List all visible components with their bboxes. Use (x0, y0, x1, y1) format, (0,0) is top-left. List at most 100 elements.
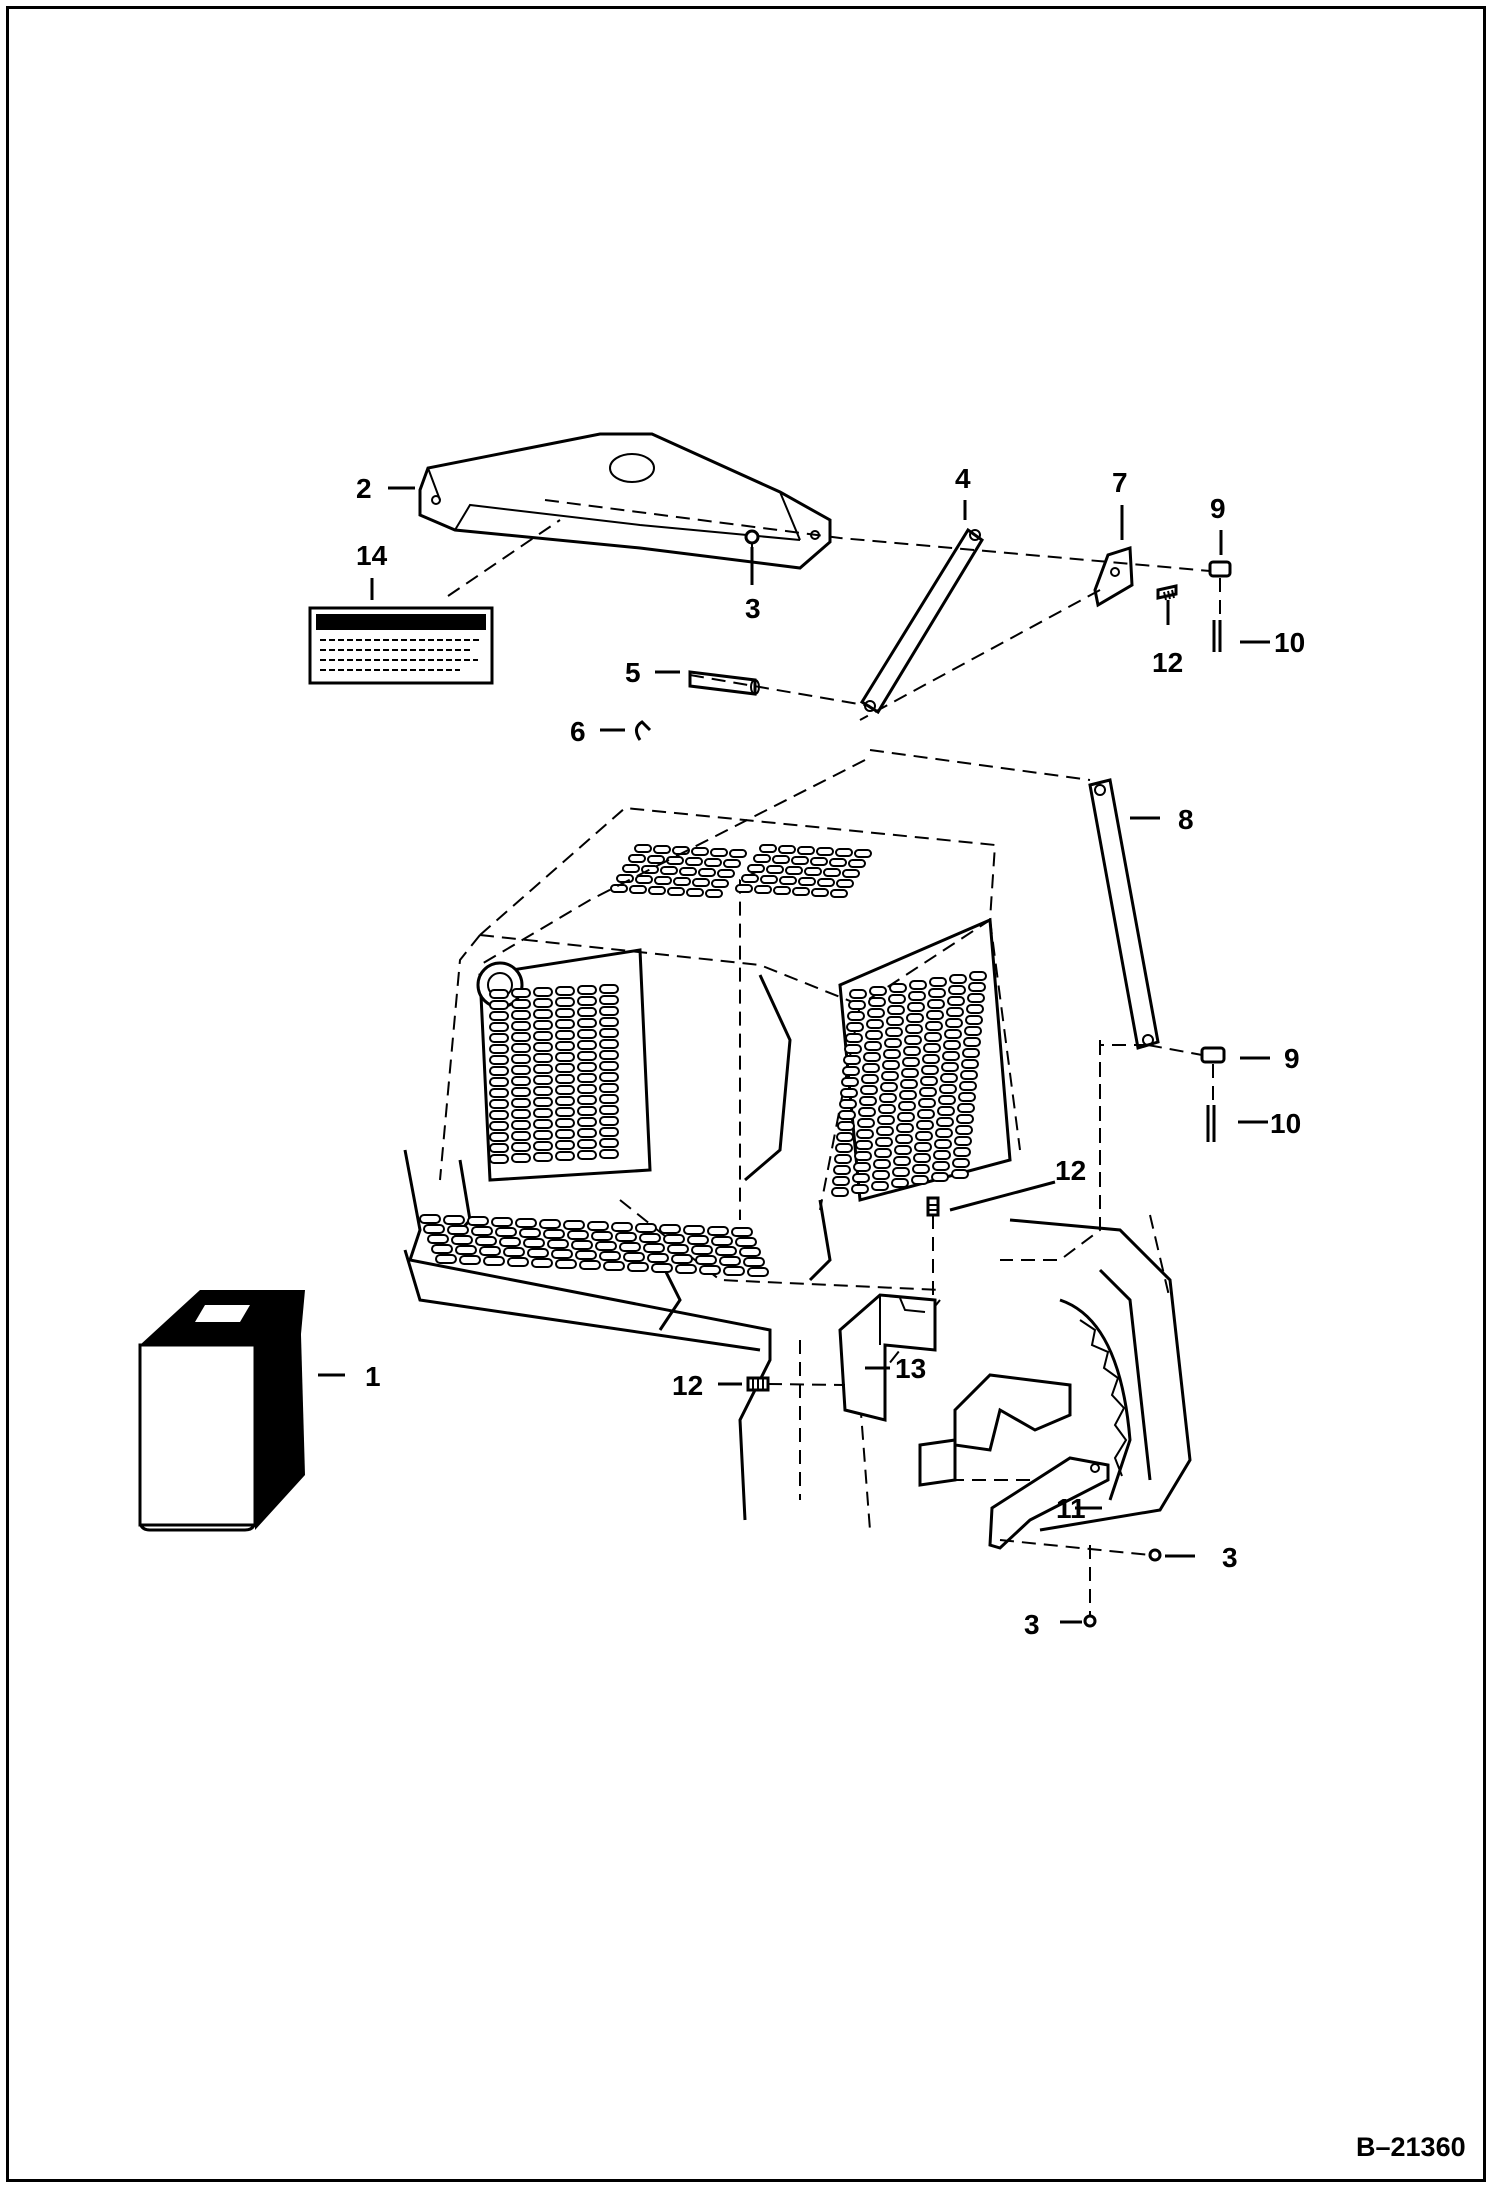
vent-slot (816, 847, 834, 856)
assembly-lines (447, 499, 1221, 1615)
vent-slot (511, 1065, 531, 1075)
vent-slot (864, 1041, 882, 1051)
vent-slot (511, 1087, 531, 1097)
vent-slot (628, 854, 646, 863)
vent-slot (543, 1229, 565, 1239)
vent-slot (964, 1026, 982, 1036)
vent-slot (599, 1028, 619, 1038)
vent-slot (627, 1262, 649, 1272)
vent-slot (443, 1215, 465, 1225)
vent-slot (836, 1132, 854, 1142)
vent-slot (666, 856, 684, 865)
vent-slot (577, 1084, 597, 1094)
vent-slot (872, 1170, 890, 1180)
vent-slot (555, 1074, 575, 1084)
vent-slot (937, 1106, 955, 1116)
vent-slot (887, 1005, 905, 1015)
drawing-reference: B–21360 (1356, 2132, 1466, 2162)
callout-labels: 2 14 3 4 7 9 10 12 5 6 8 9 10 12 12 13 1… (356, 463, 1305, 1640)
vent-slot (855, 1140, 873, 1150)
vent-slot (533, 1031, 553, 1041)
vent-slot (599, 1149, 619, 1159)
vent-slot (533, 987, 553, 997)
vent-slot (960, 1070, 978, 1080)
bolt-part-12-upper (1156, 584, 1178, 601)
latch-plate-part-7 (1093, 545, 1134, 608)
vent-slot (511, 1109, 531, 1119)
vent-slot (577, 1095, 597, 1105)
vent-slot (842, 1066, 860, 1076)
vent-slot (427, 1234, 449, 1244)
vent-slot (928, 988, 946, 998)
vent-slot (886, 1016, 904, 1026)
vent-slot (489, 1022, 509, 1032)
vent-slots (419, 844, 987, 1277)
callout-5: 5 (625, 657, 641, 688)
vent-slot (599, 1039, 619, 1049)
vent-slot (555, 1041, 575, 1051)
vent-slot (577, 1040, 597, 1050)
vent-slot (599, 1061, 619, 1071)
vent-slot (577, 1150, 597, 1160)
vent-slot (922, 1054, 940, 1064)
vent-slot (673, 877, 691, 886)
box-part-1 (138, 1290, 305, 1532)
vent-slot (946, 1007, 964, 1017)
vent-slot (533, 1141, 553, 1151)
vent-slot (916, 1120, 934, 1130)
vent-slot (647, 1253, 669, 1263)
vent-slot (833, 1165, 851, 1175)
vent-slot (634, 844, 652, 853)
vent-slot (842, 869, 860, 878)
vent-slot (555, 1259, 577, 1269)
vent-slot (511, 1076, 531, 1086)
vent-slot (759, 844, 777, 853)
vent-slot (533, 1009, 553, 1019)
vent-slot (895, 1134, 913, 1144)
vent-slot (489, 1011, 509, 1021)
vent-slot (837, 1121, 855, 1131)
vent-slot (914, 1142, 932, 1152)
washer-part-3-right (1148, 1548, 1162, 1562)
vent-slot (967, 993, 985, 1003)
vent-slot (533, 1020, 553, 1030)
vent-slot (904, 1035, 922, 1045)
vent-slot (925, 1021, 943, 1031)
vent-slot (577, 1128, 597, 1138)
vent-slot (687, 1235, 709, 1245)
vent-slot (447, 1225, 469, 1235)
vent-slot (858, 1107, 876, 1117)
vent-slot (555, 1019, 575, 1029)
vent-slot (908, 991, 926, 1001)
clip-part-6 (635, 720, 652, 741)
vent-slot (836, 879, 854, 888)
callout-4: 4 (955, 463, 971, 494)
vent-slot (489, 1044, 509, 1054)
vent-slot (489, 989, 509, 999)
vent-slot (778, 845, 796, 854)
vent-slot (595, 1241, 617, 1251)
vent-slot (731, 1227, 753, 1237)
vent-slot (575, 1250, 597, 1260)
vent-slot (859, 1096, 877, 1106)
clip-part-10-lower (1206, 1105, 1216, 1142)
vent-slot (671, 1254, 693, 1264)
vent-slot (699, 1265, 721, 1275)
vent-slot (844, 1044, 862, 1054)
vent-slot (635, 1223, 657, 1233)
vent-slot (599, 1083, 619, 1093)
vent-slot (779, 876, 797, 885)
vent-slot (511, 1153, 531, 1163)
vent-slot (785, 866, 803, 875)
vent-slot (969, 971, 987, 981)
callout-1: 1 (365, 1361, 381, 1392)
callout-10-lower: 10 (1270, 1108, 1301, 1139)
vent-slot (945, 1018, 963, 1028)
vent-slot (954, 1136, 972, 1146)
vent-slot (845, 1033, 863, 1043)
bracket-part-13 (838, 1293, 937, 1422)
vent-slot (935, 1128, 953, 1138)
vent-slot (846, 1022, 864, 1032)
vent-slot (848, 1000, 866, 1010)
vent-slot (939, 1084, 957, 1094)
